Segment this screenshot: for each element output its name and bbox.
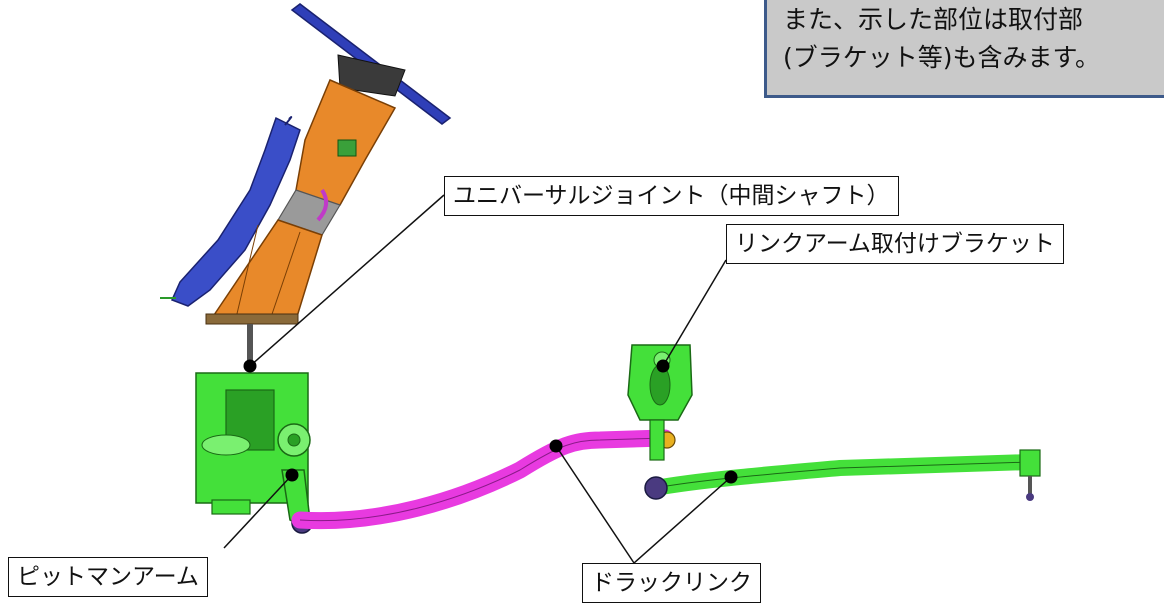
link-arm-bracket (627, 344, 693, 461)
label-drag-link: ドラックリンク (582, 563, 761, 603)
note-box: また、示した部位は取付部 (ブラケット等)も含みます。 (764, 0, 1164, 98)
steering-wheel (290, 3, 452, 125)
label-universal-joint: ユニバーサルジョイント（中間シャフト） (444, 176, 899, 216)
leader-lines (223, 194, 732, 564)
drag-link (291, 429, 676, 530)
tie-rod (644, 449, 1041, 501)
column-support-bracket (160, 116, 301, 307)
label-pitman-arm: ピットマンアーム (8, 557, 208, 597)
steering-column (205, 79, 397, 368)
note-line-1: また、示した部位は取付部 (783, 5, 1084, 34)
label-link-arm-bracket: リンクアーム取付けブラケット (726, 224, 1064, 264)
callout-markers (243, 359, 738, 484)
note-line-2: (ブラケット等)も含みます。 (783, 43, 1101, 72)
